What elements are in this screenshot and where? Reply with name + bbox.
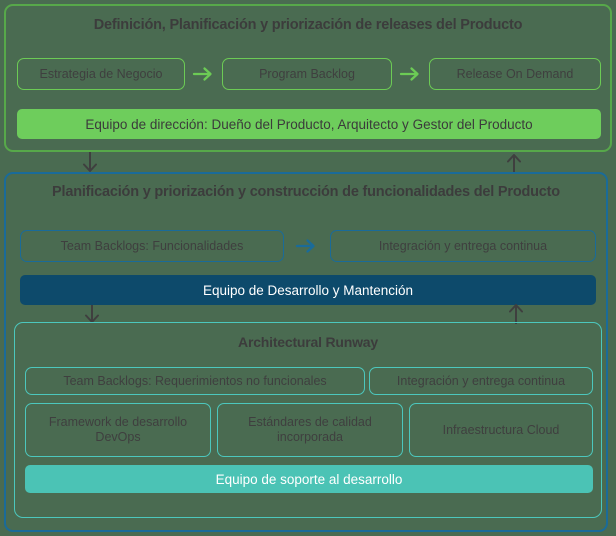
section-teal-title: Architectural Runway <box>238 334 378 350</box>
teal-pill-row-2: Framework de desarrollo DevOps Estándare… <box>25 403 593 457</box>
pill-program-backlog[interactable]: Program Backlog <box>222 58 392 90</box>
arrow-right-icon-green-2 <box>392 58 429 90</box>
bar-equipo-de-direccion[interactable]: Equipo de dirección: Dueño del Producto,… <box>17 109 601 139</box>
section-planificacion-funcionalidades: Planificación y priorización y construcc… <box>4 172 608 532</box>
connector-teal-to-blue-up <box>506 302 526 324</box>
section-blue-title: Planificación y priorización y construcc… <box>52 184 560 200</box>
bar-equipo-soporte-al-desarrollo[interactable]: Equipo de soporte al desarrollo <box>25 465 593 493</box>
bar-equipo-desarrollo-mantencion[interactable]: Equipo de Desarrollo y Mantención <box>20 275 596 305</box>
pill-team-backlogs-funcionalidades[interactable]: Team Backlogs: Funcionalidades <box>20 230 284 262</box>
section-architectural-runway: Architectural Runway Team Backlogs: Requ… <box>14 322 602 518</box>
blue-pill-row: Team Backlogs: Funcionalidades Integraci… <box>20 230 596 262</box>
connector-blue-to-green-up <box>504 152 524 174</box>
arrow-right-icon-green-1 <box>185 58 222 90</box>
pill-estrategia-de-negocio[interactable]: Estrategia de Negocio <box>17 58 185 90</box>
pill-infraestructura-cloud[interactable]: Infraestructura Cloud <box>409 403 593 457</box>
pill-integracion-entrega-continua-blue[interactable]: Integración y entrega continua <box>330 230 596 262</box>
pill-team-backlogs-requerimientos-no-funcionales[interactable]: Team Backlogs: Requerimientos no funcion… <box>25 367 365 395</box>
pill-framework-desarrollo-devops[interactable]: Framework de desarrollo DevOps <box>25 403 211 457</box>
connector-green-to-blue-down <box>80 152 100 174</box>
section-definicion-planificacion-releases: Definición, Planificación y priorización… <box>4 4 612 152</box>
green-pill-row: Estrategia de Negocio Program Backlog Re… <box>17 58 601 90</box>
arrow-right-icon-blue-1 <box>284 230 330 262</box>
pill-release-on-demand[interactable]: Release On Demand <box>429 58 601 90</box>
section-green-title: Definición, Planificación y priorización… <box>93 17 523 33</box>
teal-pill-row-1: Team Backlogs: Requerimientos no funcion… <box>25 367 593 395</box>
pill-integracion-entrega-continua-teal[interactable]: Integración y entrega continua <box>369 367 593 395</box>
pill-estandares-calidad-incorporada[interactable]: Estándares de calidad incorporada <box>217 403 403 457</box>
